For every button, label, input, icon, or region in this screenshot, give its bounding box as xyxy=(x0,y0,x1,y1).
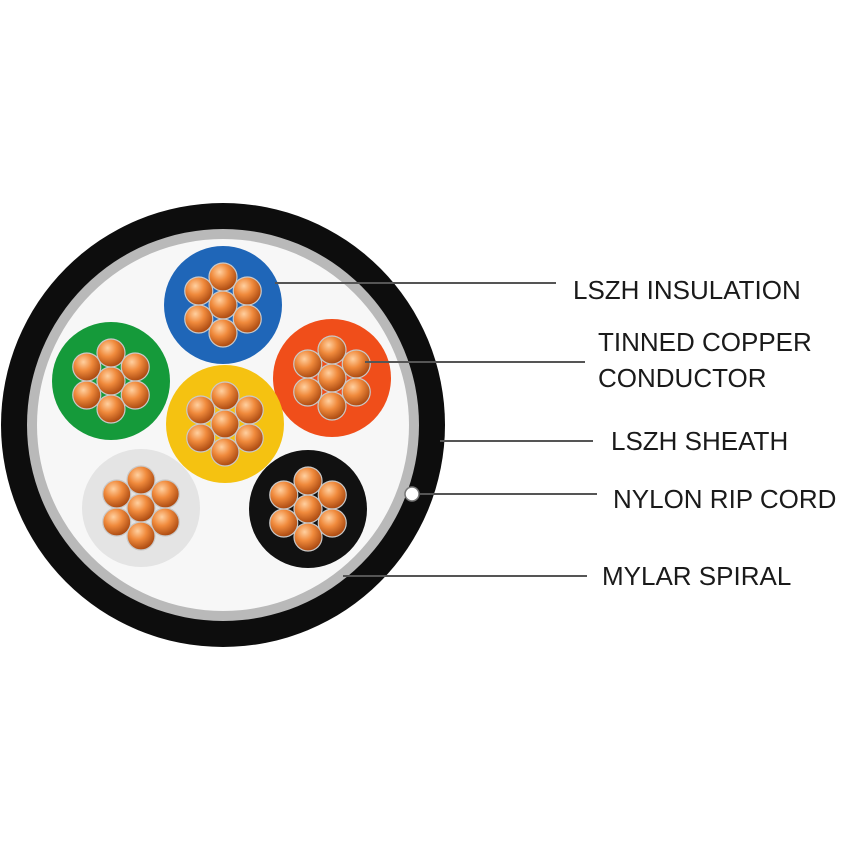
copper-strand xyxy=(210,409,240,439)
copper-strand xyxy=(126,493,156,523)
copper-strand xyxy=(210,381,240,411)
copper-strand xyxy=(269,480,299,510)
copper-strand xyxy=(102,507,132,537)
copper-strand xyxy=(72,352,102,382)
nylon-rip-cord xyxy=(404,486,420,502)
copper-strand xyxy=(293,349,323,379)
copper-strand xyxy=(232,276,262,306)
copper-strand xyxy=(102,479,132,509)
label-conductor: CONDUCTOR xyxy=(598,363,767,393)
black-core xyxy=(249,450,367,568)
copper-strand xyxy=(208,262,238,292)
copper-strand xyxy=(341,349,371,379)
copper-strand xyxy=(317,508,347,538)
copper-strand xyxy=(341,377,371,407)
copper-strand xyxy=(126,465,156,495)
copper-strand xyxy=(120,352,150,382)
copper-strand xyxy=(126,521,156,551)
copper-strand xyxy=(208,290,238,320)
white-core xyxy=(82,449,200,567)
label-lszh-sheath: LSZH SHEATH xyxy=(611,426,788,456)
yellow-core xyxy=(166,365,284,483)
copper-strand xyxy=(210,437,240,467)
label-tinned-copper: TINNED COPPER xyxy=(598,327,812,357)
copper-strand xyxy=(293,494,323,524)
copper-strand xyxy=(208,318,238,348)
copper-strand xyxy=(184,304,214,334)
copper-strand xyxy=(293,466,323,496)
copper-strand xyxy=(269,508,299,538)
copper-strand xyxy=(317,335,347,365)
copper-strand xyxy=(293,377,323,407)
orange-core xyxy=(273,319,391,437)
copper-strand xyxy=(317,363,347,393)
copper-strand xyxy=(150,507,180,537)
blue-core xyxy=(164,246,282,364)
copper-strand xyxy=(184,276,214,306)
copper-strand xyxy=(317,480,347,510)
copper-strand xyxy=(96,394,126,424)
copper-strand xyxy=(186,423,216,453)
label-nylon-rip-cord: NYLON RIP CORD xyxy=(613,484,836,514)
copper-strand xyxy=(96,338,126,368)
copper-strand xyxy=(96,366,126,396)
green-core xyxy=(52,322,170,440)
label-mylar-spiral: MYLAR SPIRAL xyxy=(602,561,791,591)
label-lszh-insulation: LSZH INSULATION xyxy=(573,275,801,305)
leader-lines xyxy=(275,282,597,577)
copper-strand xyxy=(120,380,150,410)
copper-strand xyxy=(234,423,264,453)
copper-strand xyxy=(234,395,264,425)
copper-strand xyxy=(186,395,216,425)
copper-strand xyxy=(293,522,323,552)
copper-strand xyxy=(232,304,262,334)
copper-strand xyxy=(150,479,180,509)
cores-group xyxy=(52,246,391,568)
copper-strand xyxy=(317,391,347,421)
copper-strand xyxy=(72,380,102,410)
